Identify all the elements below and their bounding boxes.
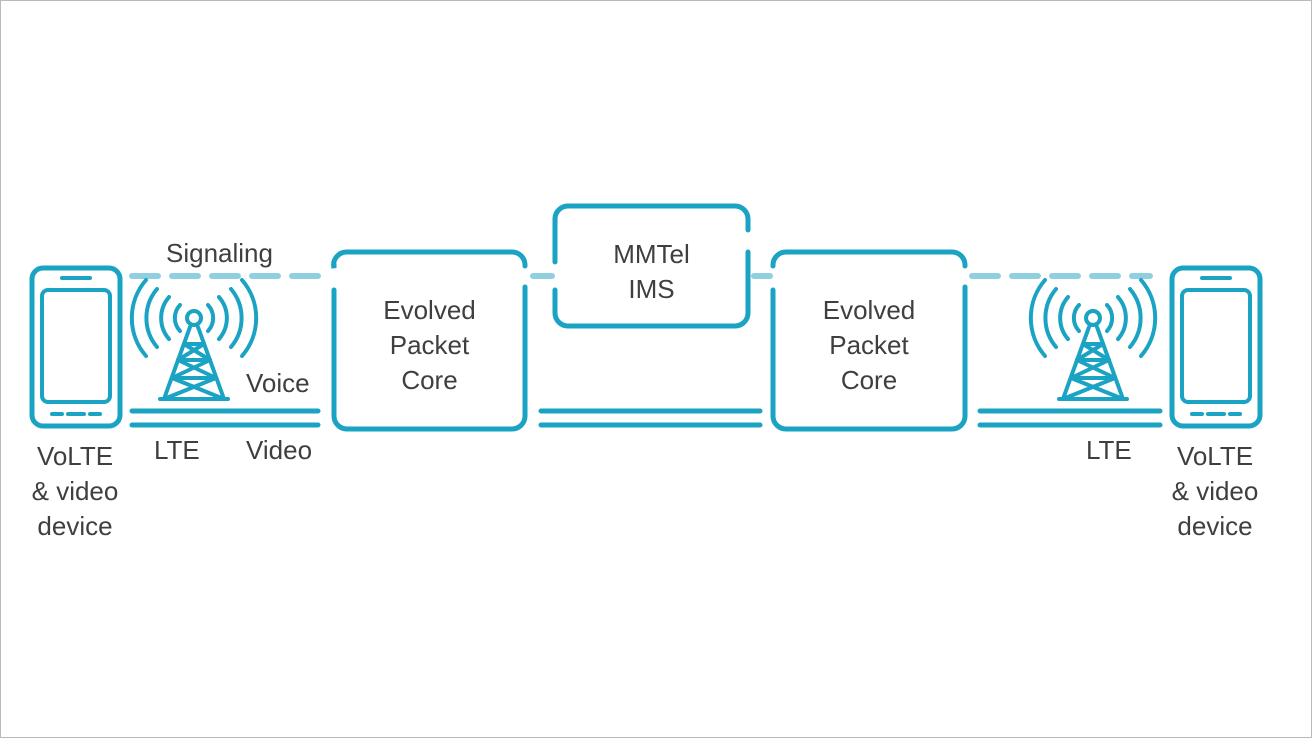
right-epc-label: Evolved Packet Core (822, 295, 916, 395)
left-epc-box (331, 249, 528, 432)
left-device-label: VoLTE & video device (31, 441, 119, 541)
signaling-label: Signaling (166, 238, 273, 268)
mmtel-ims-box (552, 203, 751, 329)
right-cell-tower-icon (1028, 278, 1158, 401)
left-epc-label: Evolved Packet Core (383, 295, 476, 395)
video-label: Video (246, 435, 313, 465)
voice-label: Voice (246, 368, 310, 398)
left-cell-tower-icon (129, 278, 259, 401)
right-device-icon (1169, 265, 1263, 429)
right-epc-box (770, 249, 968, 432)
lte-right-label: LTE (1086, 435, 1132, 465)
left-device-icon (29, 265, 123, 429)
mmtel-ims-label: MMTel IMS (613, 239, 690, 304)
right-device-label: VoLTE & video device (1171, 441, 1259, 541)
media-path (129, 408, 1163, 428)
lte-left-label: LTE (154, 435, 200, 465)
